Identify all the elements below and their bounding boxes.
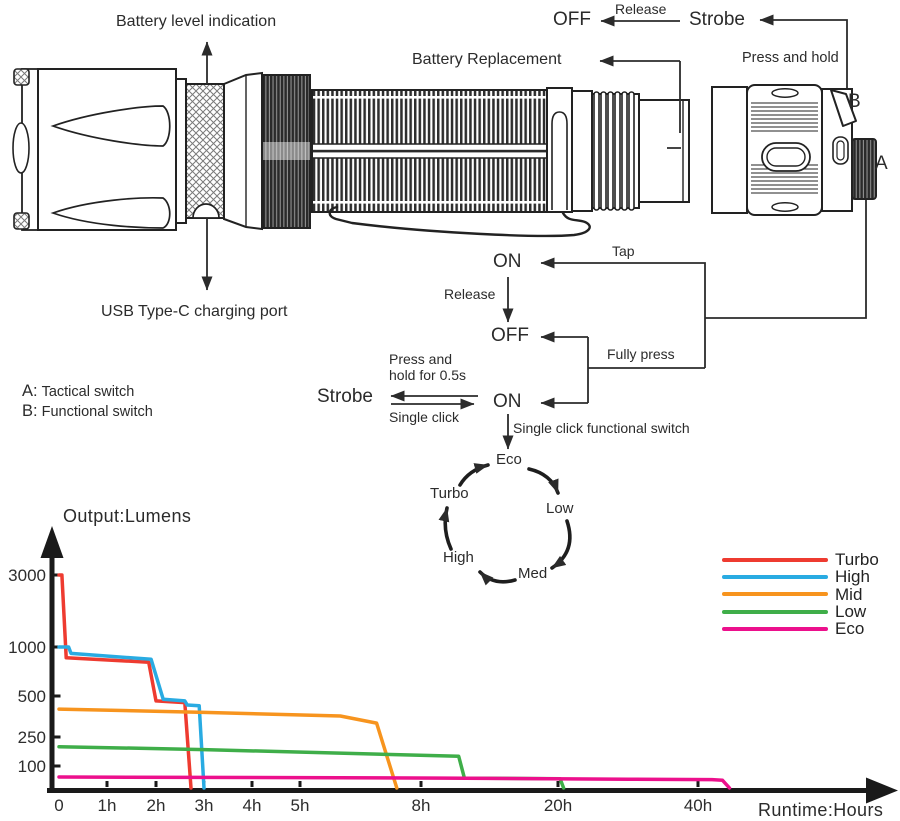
- pocket-clip: [328, 205, 591, 238]
- legend-label: Turbo: [835, 550, 879, 570]
- rear-ring: [571, 90, 593, 212]
- flow-on: ON: [493, 391, 522, 412]
- legend-line: [722, 557, 828, 562]
- legend-line: [722, 626, 828, 631]
- tap-on-arrow: [540, 257, 706, 368]
- bezel-side-bump: [12, 122, 30, 174]
- switch-legend-b-label: Functional switch: [41, 404, 153, 420]
- mode-flow-diagram-lines: [390, 200, 867, 450]
- mode-eco: Eco: [496, 451, 522, 468]
- mode-low: Low: [546, 500, 574, 517]
- flow-fully-press: Fully press: [607, 346, 675, 362]
- legend-item: Turbo: [722, 551, 879, 568]
- clip-mount-ring: [546, 87, 573, 213]
- legend-line: [722, 592, 828, 597]
- usb-port-label: USB Type-C charging port: [101, 303, 288, 320]
- legend-line: [722, 609, 828, 614]
- battery-tube: [638, 99, 690, 203]
- battery-replacement-leader: [667, 61, 681, 149]
- y-axis-arrow: [40, 526, 64, 558]
- head-groove-upper: [50, 105, 171, 147]
- chart-series: [57, 573, 732, 790]
- legend-item: Mid: [722, 586, 879, 603]
- x-axis-label: Runtime:Hours: [758, 800, 884, 820]
- flow-release-top: Release: [615, 1, 667, 17]
- tailcap-plate: [711, 86, 748, 214]
- high-to-turbo-arrow: [438, 506, 453, 551]
- mode-turbo: Turbo: [430, 485, 469, 502]
- switch-legend-a-label: Tactical switch: [41, 384, 135, 400]
- threads: [593, 91, 635, 211]
- legend-item: High: [722, 568, 879, 585]
- flow-on-momentary: ON: [493, 251, 522, 272]
- switch-legend-b: B: Functional switch: [22, 402, 153, 420]
- battery-level-label: Battery level indication: [116, 13, 277, 30]
- bezel-crenellation-bottom: [13, 212, 30, 230]
- chart-title: Output:Lumens: [63, 506, 192, 526]
- low-to-med-arrow: [550, 519, 572, 570]
- legend-line: [722, 574, 828, 579]
- head-neck-ring: [175, 78, 187, 224]
- series-eco: [57, 775, 732, 790]
- legend-label: Mid: [835, 584, 863, 604]
- x-axis: [47, 788, 875, 793]
- head-groove-lower: [50, 196, 171, 229]
- battery-replacement-label: Battery Replacement: [412, 51, 562, 68]
- flow-strobe-top: Strobe: [689, 9, 745, 30]
- switch-a-tail-button: [851, 138, 877, 200]
- knurled-ring: [262, 74, 311, 229]
- switch-a-label: A: [875, 153, 888, 174]
- flow-tap: Tap: [612, 243, 635, 259]
- turbo-to-eco-arrow: [458, 463, 490, 487]
- flow-strobe: Strobe: [317, 386, 373, 407]
- series-high: [57, 645, 206, 790]
- battery-indicator-ring: [185, 83, 225, 219]
- bezel-crenellation-top: [13, 68, 30, 86]
- mode-high: High: [443, 549, 474, 566]
- legend-label: Low: [835, 602, 867, 622]
- switch-legend-b-prefix: B:: [22, 402, 38, 420]
- callout-lines: [201, 14, 848, 291]
- legend-label: High: [835, 567, 870, 587]
- y-axis: [49, 552, 55, 792]
- mode-cycle-arrows: [438, 463, 572, 586]
- tactical-switch-rail: [705, 200, 867, 319]
- series-turbo: [57, 573, 193, 790]
- legend-item: Low: [722, 603, 879, 620]
- switch-b-label: B: [848, 91, 861, 112]
- switch-legend-a-prefix: A:: [22, 382, 38, 400]
- flow-release: Release: [444, 286, 496, 302]
- series-low: [57, 744, 566, 790]
- series-mid: [57, 707, 399, 790]
- cone-section: [223, 71, 263, 231]
- eco-to-low-arrow: [527, 467, 560, 495]
- press-hold-strobe-line: [759, 14, 848, 88]
- switch-b-lever: [830, 89, 857, 127]
- flow-single-click: Single click: [389, 409, 460, 425]
- legend-label: Eco: [835, 619, 865, 639]
- med-to-high-arrow: [478, 570, 517, 586]
- tailcap-view: [711, 84, 877, 216]
- flashlight-side-view: [12, 68, 690, 238]
- x-axis-arrow: [866, 777, 898, 804]
- flow-off: OFF: [491, 325, 529, 346]
- usb-port-cover: [192, 203, 220, 219]
- flow-press-hold: Press and hold for 0.5s: [389, 351, 467, 383]
- press-and-hold-label: Press and hold: [742, 50, 839, 66]
- flow-off-top: OFF: [553, 9, 591, 30]
- functional-button-inner: [766, 147, 806, 167]
- switch-legend-a: A: Tactical switch: [22, 382, 134, 400]
- flow-press-hold-line1: Press and: [389, 351, 453, 367]
- flow-press-hold-line2: hold for 0.5s: [389, 366, 467, 383]
- chart-axes: [40, 526, 898, 804]
- flow-single-click-functional: Single click functional switch: [513, 420, 690, 436]
- mode-med: Med: [518, 565, 548, 582]
- legend-item: Eco: [722, 620, 879, 637]
